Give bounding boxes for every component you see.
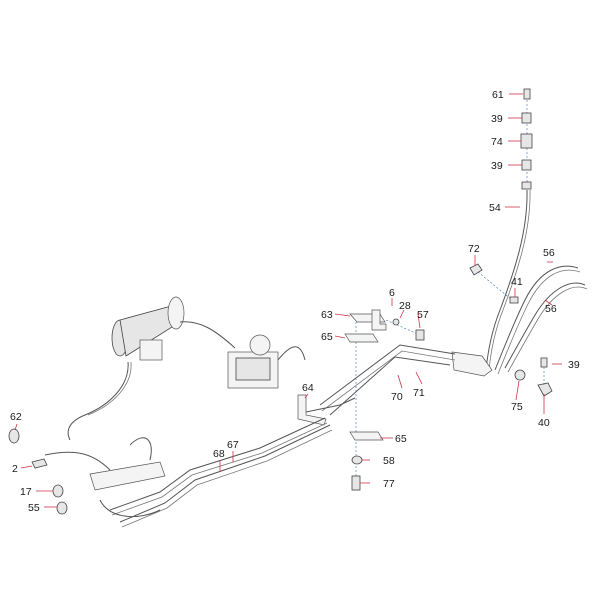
air-tank — [111, 296, 185, 361]
callout-58: 58 — [383, 455, 395, 467]
nut-28-icon — [392, 318, 400, 326]
fitting-61-icon — [523, 88, 531, 100]
callout-77: 77 — [383, 478, 395, 490]
hose-end-icon — [521, 181, 532, 190]
callout-55: 55 — [28, 502, 40, 514]
leader-lines — [14, 93, 562, 508]
hose-56a — [494, 265, 579, 371]
bracket-64 — [297, 394, 327, 426]
elbow-40-icon — [537, 382, 553, 397]
callout-41: 41 — [511, 276, 523, 288]
callout-2: 2 — [12, 463, 18, 475]
callout-68: 68 — [213, 448, 225, 460]
fitting-74-icon — [520, 133, 533, 149]
callout-65-upper: 65 — [321, 331, 333, 343]
pipe-67 — [109, 417, 326, 511]
bracket-6 — [371, 309, 387, 331]
washer-58-icon — [351, 455, 363, 465]
dryer-unit — [227, 334, 306, 389]
bolt-77-icon — [351, 475, 361, 491]
callout-28: 28 — [399, 300, 411, 312]
callout-17: 17 — [20, 486, 32, 498]
callout-74: 74 — [491, 136, 503, 148]
fitting-39-lower-icon — [521, 159, 532, 171]
valve-block — [451, 351, 493, 377]
callout-6: 6 — [389, 287, 395, 299]
elbow-72-icon — [469, 263, 483, 276]
callout-56-top: 56 — [543, 247, 555, 259]
callout-39: 39 — [491, 113, 503, 125]
callout-67: 67 — [227, 439, 239, 451]
screw-41-icon — [509, 296, 519, 304]
callout-54: 54 — [489, 202, 501, 214]
fitting-55-icon — [56, 501, 68, 515]
callout-40: 40 — [538, 417, 550, 429]
lower-manifold — [89, 437, 166, 518]
hose-54 — [485, 189, 528, 371]
callout-65-lower: 65 — [395, 433, 407, 445]
fitting-17-icon — [52, 484, 64, 498]
callout-63: 63 — [321, 309, 333, 321]
pipe-70 — [329, 356, 451, 416]
callout-39-right: 39 — [568, 359, 580, 371]
callout-39-lower: 39 — [491, 160, 503, 172]
bolt-57-icon — [415, 329, 425, 341]
fitting-2-icon — [31, 458, 48, 469]
fitting-75-icon — [514, 369, 526, 381]
callouts: 61 39 74 39 54 72 41 56 56 6 28 63 57 65… — [10, 89, 580, 514]
clip-65-lower-icon — [349, 431, 384, 441]
fitting-39-right-icon — [540, 357, 548, 368]
callout-61: 61 — [492, 89, 504, 101]
bracket-stack — [344, 313, 386, 491]
fitting-39-icon — [521, 112, 532, 124]
callout-62: 62 — [10, 411, 22, 423]
pipe-71 — [319, 344, 456, 406]
callout-57: 57 — [417, 309, 429, 321]
callout-64: 64 — [302, 382, 314, 394]
callout-56-bottom: 56 — [545, 303, 557, 315]
upper-fitting-stack — [520, 88, 533, 190]
callout-71: 71 — [413, 387, 425, 399]
callout-72: 72 — [468, 243, 480, 255]
pipe-68 — [119, 424, 331, 523]
callout-75: 75 — [511, 401, 523, 413]
fitting-62-icon — [8, 428, 20, 444]
hose-56b — [504, 282, 586, 369]
clip-65-upper-icon — [344, 333, 379, 343]
callout-70: 70 — [391, 391, 403, 403]
